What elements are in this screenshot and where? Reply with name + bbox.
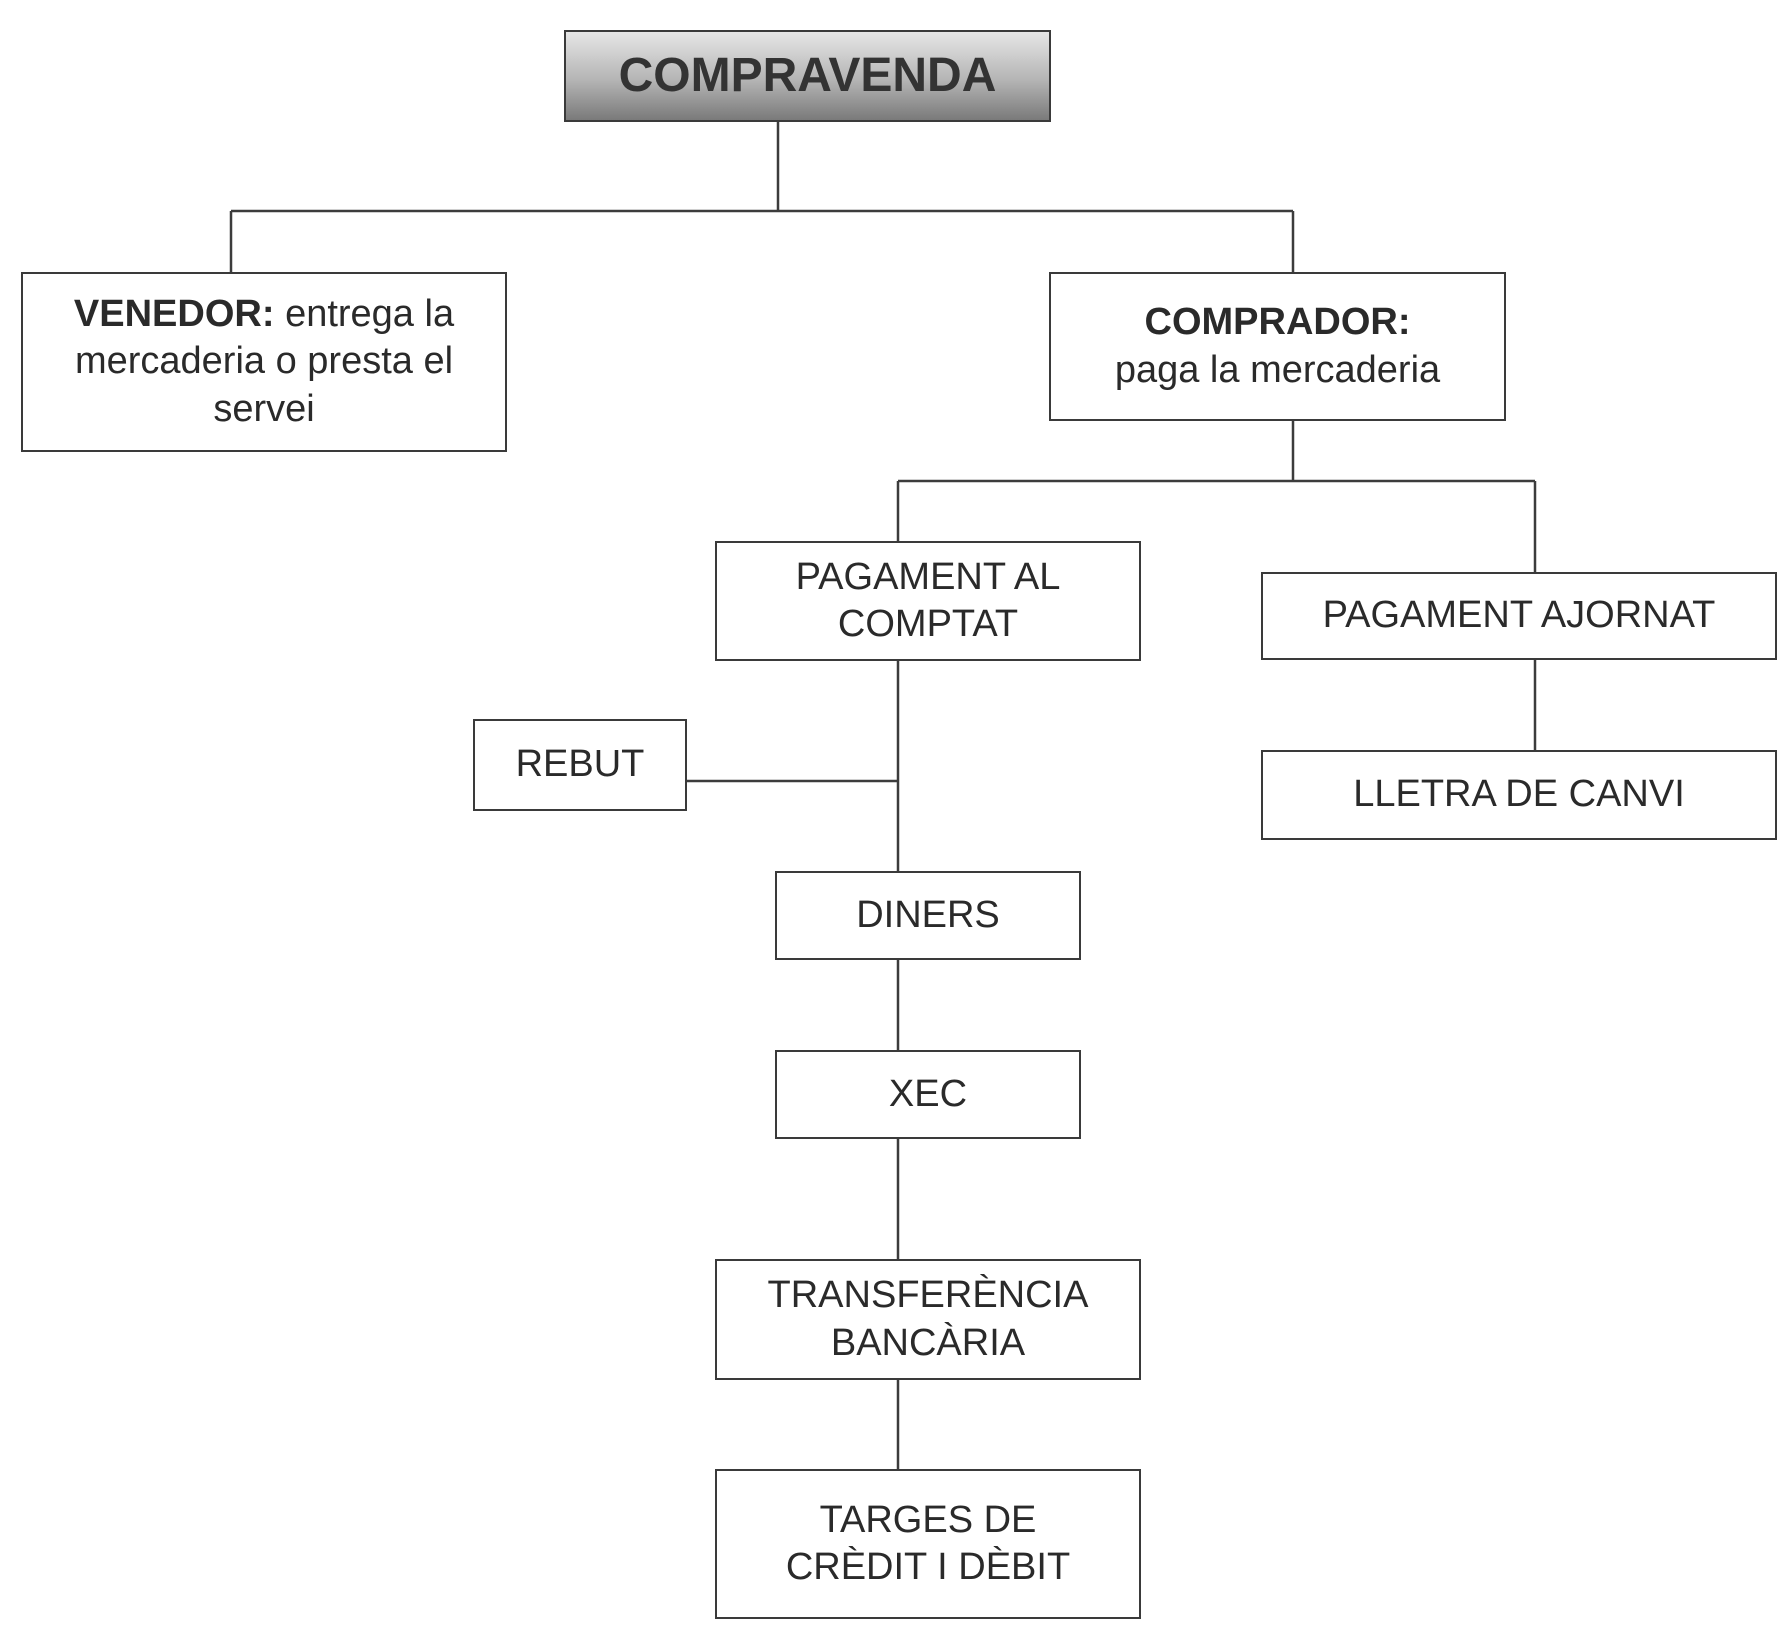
comprador-text: paga la mercaderia <box>1114 348 1441 391</box>
diners-node: DINERS <box>775 871 1081 960</box>
pagament-ajornat-label: PAGAMENT AJORNAT <box>1322 594 1716 637</box>
diners-label: DINERS <box>856 893 1000 936</box>
pagament-ajornat-node: PAGAMENT AJORNAT <box>1261 572 1777 660</box>
venedor-text: entrega la mercaderia o presta el servei <box>74 292 455 430</box>
pagament-comptat-line2: COMPTAT <box>837 603 1019 645</box>
lletra-canvi-node: LLETRA DE CANVI <box>1261 750 1777 840</box>
transferencia-line1: TRANSFERÈNCIA <box>767 1274 1089 1316</box>
xec-label: XEC <box>888 1072 968 1115</box>
comprador-node: COMPRADOR: paga la mercaderia <box>1049 272 1506 421</box>
comprador-heading: COMPRADOR: <box>1144 301 1411 343</box>
targes-line2: CRÈDIT I DÈBIT <box>785 1546 1071 1588</box>
rebut-node: REBUT <box>473 719 687 811</box>
rebut-label: REBUT <box>515 743 645 786</box>
transferencia-node: TRANSFERÈNCIA BANCÀRIA <box>715 1259 1141 1380</box>
targes-line1: TARGES DE <box>819 1498 1037 1541</box>
xec-node: XEC <box>775 1050 1081 1139</box>
root-node-compravenda: COMPRAVENDA <box>564 30 1051 122</box>
venedor-node: VENEDOR: entrega la mercaderia o presta … <box>21 272 507 452</box>
transferencia-line2: BANCÀRIA <box>830 1321 1026 1364</box>
venedor-heading: VENEDOR: <box>73 292 275 335</box>
root-label: COMPRAVENDA <box>618 49 997 102</box>
targes-node: TARGES DE CRÈDIT I DÈBIT <box>715 1469 1141 1619</box>
pagament-comptat-node: PAGAMENT AL COMPTAT <box>715 541 1141 661</box>
pagament-comptat-line1: PAGAMENT AL <box>795 555 1061 598</box>
lletra-canvi-label: LLETRA DE CANVI <box>1353 773 1685 816</box>
